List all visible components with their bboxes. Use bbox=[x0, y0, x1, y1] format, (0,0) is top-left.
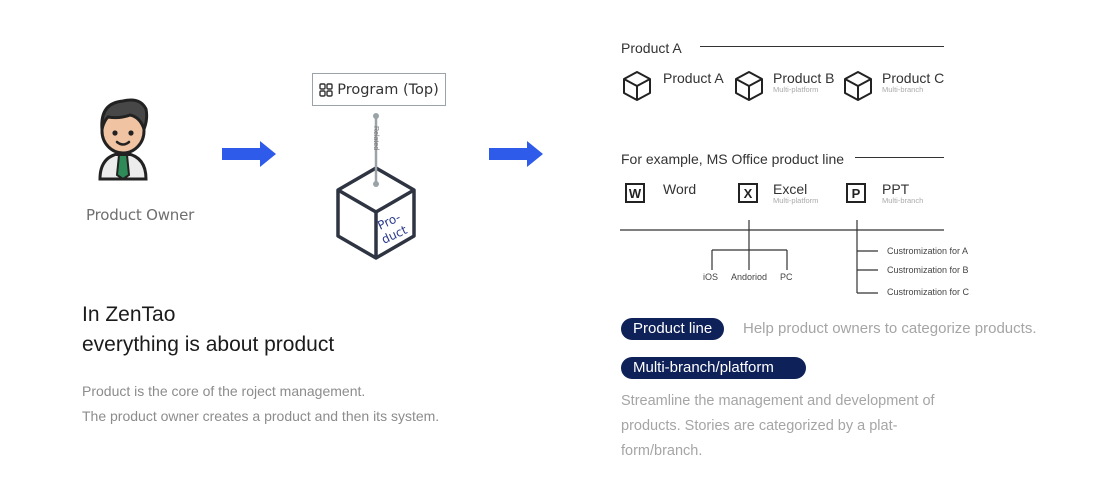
multi-branch-platform-badge: Multi-branch/platform bbox=[621, 357, 806, 379]
product-line-description: Help product owners to categorize produc… bbox=[743, 320, 1037, 337]
platform-android: Andoriod bbox=[731, 272, 768, 282]
program-label: Program (Top) bbox=[337, 81, 439, 98]
ppt-sub: Multi-branch bbox=[882, 196, 924, 205]
excel-icon: X bbox=[738, 183, 758, 203]
description-line1: Product is the core of the roject manage… bbox=[82, 383, 366, 399]
headline: In ZenTao everything is about product bbox=[82, 300, 334, 360]
product-c-sub: Multi-branch bbox=[882, 85, 924, 94]
section-title-ms-office: For example, MS Office product line bbox=[621, 151, 845, 167]
platform-pc: PC bbox=[780, 272, 793, 282]
product-cube-icon: Pro- duct bbox=[336, 113, 416, 260]
divider bbox=[855, 157, 944, 158]
multi-branch-description-line3: form/branch. bbox=[621, 443, 703, 459]
platform-ios: iOS bbox=[703, 272, 719, 282]
related-label: Related bbox=[372, 126, 379, 151]
product-line-badge: Product line bbox=[621, 318, 725, 340]
product-b: Product B Multi-platform bbox=[773, 71, 834, 94]
product-b-name: Product B bbox=[773, 70, 835, 86]
description-line2: The product owner creates a product and … bbox=[82, 408, 440, 424]
section-title-product-a: Product A bbox=[621, 40, 682, 56]
product-c: Product C Multi-branch bbox=[882, 71, 944, 94]
cube-icon bbox=[735, 71, 763, 101]
grid-icon bbox=[319, 82, 333, 97]
branch-a: Custromization for A bbox=[887, 246, 969, 256]
multi-branch-description-line2: products. Stories are categorized by a p… bbox=[621, 418, 898, 434]
product-owner-avatar-icon bbox=[98, 98, 149, 181]
branch-b: Custromization for B bbox=[887, 265, 969, 275]
platform-branch-tree bbox=[620, 220, 944, 294]
cube-icon bbox=[844, 71, 872, 101]
divider bbox=[700, 46, 944, 47]
excel-name: Excel bbox=[773, 181, 808, 197]
product-c-name: Product C bbox=[882, 70, 945, 86]
headline-line1: In ZenTao bbox=[82, 303, 176, 326]
branch-c: Custromization for C bbox=[887, 287, 970, 297]
program-top-box: Program (Top) bbox=[312, 73, 446, 106]
excel: Excel Multi-platform bbox=[773, 182, 818, 205]
ppt: PPT Multi-branch bbox=[882, 182, 923, 205]
arrow-right-icon bbox=[222, 141, 276, 167]
excel-sub: Multi-platform bbox=[773, 196, 819, 205]
word-icon: W bbox=[625, 183, 645, 203]
product-a-name: Product A bbox=[663, 70, 724, 86]
headline-line2: everything is about product bbox=[82, 333, 335, 356]
cube-icon bbox=[623, 71, 651, 101]
word-name: Word bbox=[663, 181, 697, 197]
multi-branch-description-line1: Streamline the management and developmen… bbox=[621, 393, 935, 409]
description: Product is the core of the roject manage… bbox=[82, 379, 439, 429]
product-b-sub: Multi-platform bbox=[773, 85, 819, 94]
multi-branch-description: Streamline the management and developmen… bbox=[621, 389, 981, 464]
ppt-name: PPT bbox=[882, 181, 910, 197]
product-owner-label: Product Owner bbox=[86, 206, 195, 224]
arrow-right-icon bbox=[489, 141, 543, 167]
ppt-icon: P bbox=[846, 183, 866, 203]
